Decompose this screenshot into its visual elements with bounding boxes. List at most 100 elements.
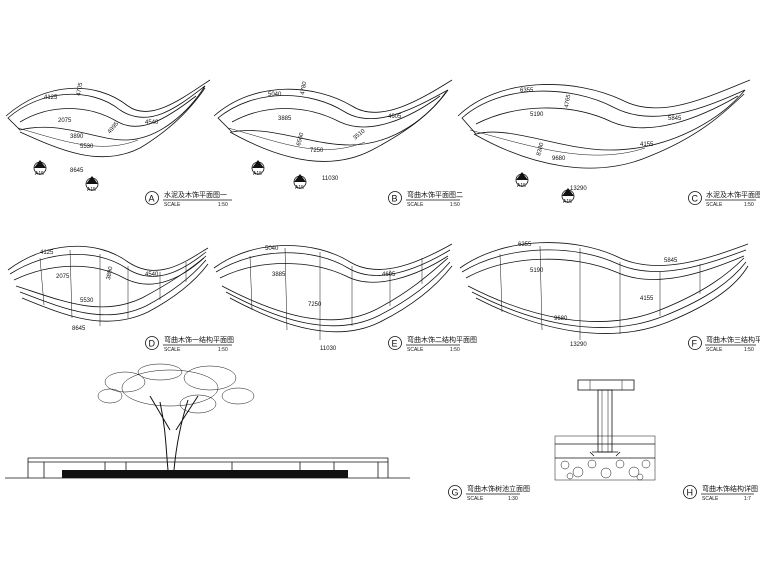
plan-d-dim: 8645 — [72, 326, 86, 332]
plan-c-dim: 5845 — [668, 116, 682, 122]
plan-a-dim: 4705 — [76, 82, 84, 97]
gravel-layer — [554, 457, 656, 481]
svg-text:C: C — [692, 194, 699, 204]
plan-a-inner-edge — [19, 95, 197, 127]
plan-a-dim: 5530 — [80, 144, 94, 150]
svg-text:E: E — [392, 339, 398, 349]
svg-text:1:50: 1:50 — [450, 347, 460, 353]
plan-a: 4125 4705 4540 2075 3890 5530 4995 8645 … — [5, 79, 232, 208]
plan-c-dim: 6355 — [520, 88, 534, 94]
plan-d-dim: 3890 — [106, 266, 114, 281]
svg-text:A15: A15 — [563, 199, 572, 205]
plan-a-dim: 3890 — [70, 134, 84, 140]
elevation-g: G 弯曲木饰树池立面图 SCALE 1:30 — [5, 363, 530, 502]
ground-planting — [62, 470, 348, 478]
plan-d-dim: 4125 — [40, 250, 54, 256]
title-block-b: B 弯曲木饰平面图二 SCALE 1:50 — [388, 190, 463, 208]
plan-e-dim: 7250 — [308, 302, 322, 308]
plan-c-dim: 9680 — [552, 156, 566, 162]
plan-e-dim: 3885 — [272, 272, 286, 278]
plan-c-dim: 5190 — [530, 112, 544, 118]
svg-text:水泥及木饰平面图三: 水泥及木饰平面图三 — [706, 190, 760, 199]
title-block-e: E 弯曲木饰二结构平面图 SCALE 1:50 — [388, 335, 477, 353]
svg-text:1:50: 1:50 — [218, 347, 228, 353]
plan-d-dim: 4540 — [145, 272, 159, 278]
svg-text:A15: A15 — [517, 183, 526, 189]
title-block-c: C 水泥及木饰平面图三 SCALE 1:50 — [688, 190, 760, 208]
plan-c-dim: 8380 — [536, 141, 545, 156]
plan-b-dim: 11030 — [322, 176, 339, 182]
svg-text:B: B — [392, 194, 398, 204]
plan-b-dim: 3510 — [352, 128, 367, 142]
plan-d-dim: 2075 — [56, 274, 70, 280]
plan-b-dim: 6560 — [296, 131, 305, 146]
drawing-letter: A — [149, 194, 155, 204]
title-block-a: A 水泥及木饰平面图一 SCALE 1:50 — [145, 190, 232, 208]
svg-text:G: G — [452, 488, 459, 498]
drawing-title: 水泥及木饰平面图一 — [164, 190, 227, 199]
svg-text:SCALE: SCALE — [706, 202, 723, 208]
plan-f-dim: 6355 — [518, 242, 532, 248]
svg-text:SCALE: SCALE — [164, 347, 181, 353]
title-block-g: G 弯曲木饰树池立面图 SCALE 1:30 — [448, 484, 530, 502]
plan-b-dim: 5040 — [268, 92, 282, 98]
scale-value: 1:50 — [218, 202, 228, 208]
plan-a-dim: 4125 — [44, 95, 58, 101]
plan-e: 5040 3885 4605 7250 11030 E 弯曲木饰二结构平面图 S… — [213, 243, 477, 353]
plan-f-dim: 9680 — [554, 316, 568, 322]
section-marker: A15 — [293, 174, 307, 191]
plan-c-dim: 13290 — [570, 186, 587, 192]
bench-top — [577, 379, 635, 391]
svg-text:SCALE: SCALE — [407, 202, 424, 208]
plan-a-dim: 2075 — [58, 118, 72, 124]
section-marker: A15 — [561, 188, 575, 205]
section-marker: A15 — [251, 160, 265, 177]
svg-text:D: D — [149, 339, 156, 349]
title-block-f: F 弯曲木饰三结构平面图 SCALE 1:50 — [688, 335, 760, 353]
svg-text:A15: A15 — [87, 187, 96, 193]
section-marker: A15 — [33, 160, 47, 177]
svg-text:1:50: 1:50 — [450, 202, 460, 208]
tree-trunk — [149, 395, 199, 471]
svg-text:F: F — [692, 339, 698, 349]
svg-text:SCALE: SCALE — [407, 347, 424, 353]
plan-e-dim: 5040 — [265, 246, 279, 252]
plan-d: 4125 2075 4540 5530 3890 8645 D 弯曲木饰一结构平… — [7, 245, 234, 353]
plan-f-dim: 5845 — [664, 258, 678, 264]
svg-text:弯曲木饰二结构平面图: 弯曲木饰二结构平面图 — [407, 335, 477, 344]
plan-f-dim: 5190 — [530, 268, 544, 274]
plan-a-dim: 4540 — [145, 120, 159, 126]
tree-canopy — [97, 363, 255, 414]
svg-text:A15: A15 — [253, 171, 262, 177]
plan-f-dim: 4155 — [640, 296, 654, 302]
svg-text:1:7: 1:7 — [744, 496, 751, 502]
concrete-layer — [554, 443, 656, 459]
svg-text:1:30: 1:30 — [508, 496, 518, 502]
plan-a-band-fill — [7, 85, 206, 141]
scale-label: SCALE — [164, 202, 181, 208]
svg-text:A15: A15 — [295, 185, 304, 191]
plan-e-dim: 4605 — [382, 272, 396, 278]
plan-a-dim: 4995 — [107, 121, 121, 136]
section-marker: A15 — [515, 172, 529, 189]
svg-text:弯曲木饰一结构平面图: 弯曲木饰一结构平面图 — [164, 335, 234, 344]
title-block-d: D 弯曲木饰一结构平面图 SCALE 1:50 — [145, 335, 234, 353]
section-marker: A15 — [85, 176, 99, 193]
plan-b-dim: 7250 — [310, 148, 324, 154]
svg-text:弯曲木饰树池立面图: 弯曲木饰树池立面图 — [467, 484, 530, 493]
surface-layer — [554, 435, 656, 445]
svg-text:弯曲木饰平面图二: 弯曲木饰平面图二 — [407, 190, 463, 199]
svg-text:1:50: 1:50 — [744, 202, 754, 208]
plan-b-dim: 3885 — [278, 116, 292, 122]
plan-c-dim: 4155 — [640, 142, 654, 148]
svg-text:H: H — [687, 488, 694, 498]
svg-text:SCALE: SCALE — [467, 496, 484, 502]
svg-text:1:50: 1:50 — [744, 347, 754, 353]
svg-text:弯曲木饰三结构平面图: 弯曲木饰三结构平面图 — [706, 335, 760, 344]
plan-e-dim: 11030 — [320, 346, 337, 352]
plan-a-bottom-edge — [19, 87, 206, 158]
detail-h: H 弯曲木饰结构详图 SCALE 1:7 — [554, 379, 758, 502]
plan-a-dim: 8645 — [70, 168, 84, 174]
